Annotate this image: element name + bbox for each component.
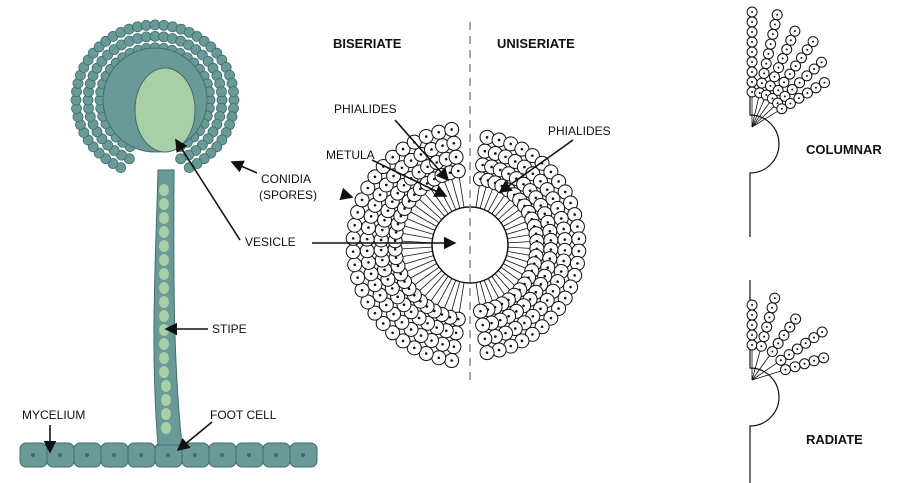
heading-columnar: COLUMNAR xyxy=(806,142,882,157)
label-stipe: STIPE xyxy=(212,322,247,336)
conidium xyxy=(216,86,227,98)
label-arrows xyxy=(43,119,574,454)
conidiophore-schematic xyxy=(345,121,587,369)
heading-radiate: RADIATE xyxy=(806,432,863,447)
label-mycelium: MYCELIUM xyxy=(22,408,86,422)
vesicle xyxy=(134,67,196,153)
label-phialides-right: PHIALIDES xyxy=(548,124,611,138)
radiate-head xyxy=(746,280,830,483)
aspergillus-illustration xyxy=(19,19,318,468)
label-spores: (SPORES) xyxy=(259,188,318,202)
conidium xyxy=(228,86,239,97)
heading-biseriate: BISERIATE xyxy=(333,36,402,51)
label-conidia: CONIDIA xyxy=(261,172,312,186)
label-foot-cell: FOOT CELL xyxy=(210,408,277,422)
label-metula: METULA xyxy=(326,148,375,162)
conidium xyxy=(158,20,170,31)
heading-uniseriate: UNISERIATE xyxy=(497,36,575,51)
label-vesicle: VESICLE xyxy=(245,235,296,249)
head-types xyxy=(746,6,830,483)
conidium xyxy=(132,21,143,33)
columnar-head xyxy=(746,6,830,237)
label-phialides-left: PHIALIDES xyxy=(334,102,397,116)
conidium xyxy=(175,153,187,165)
